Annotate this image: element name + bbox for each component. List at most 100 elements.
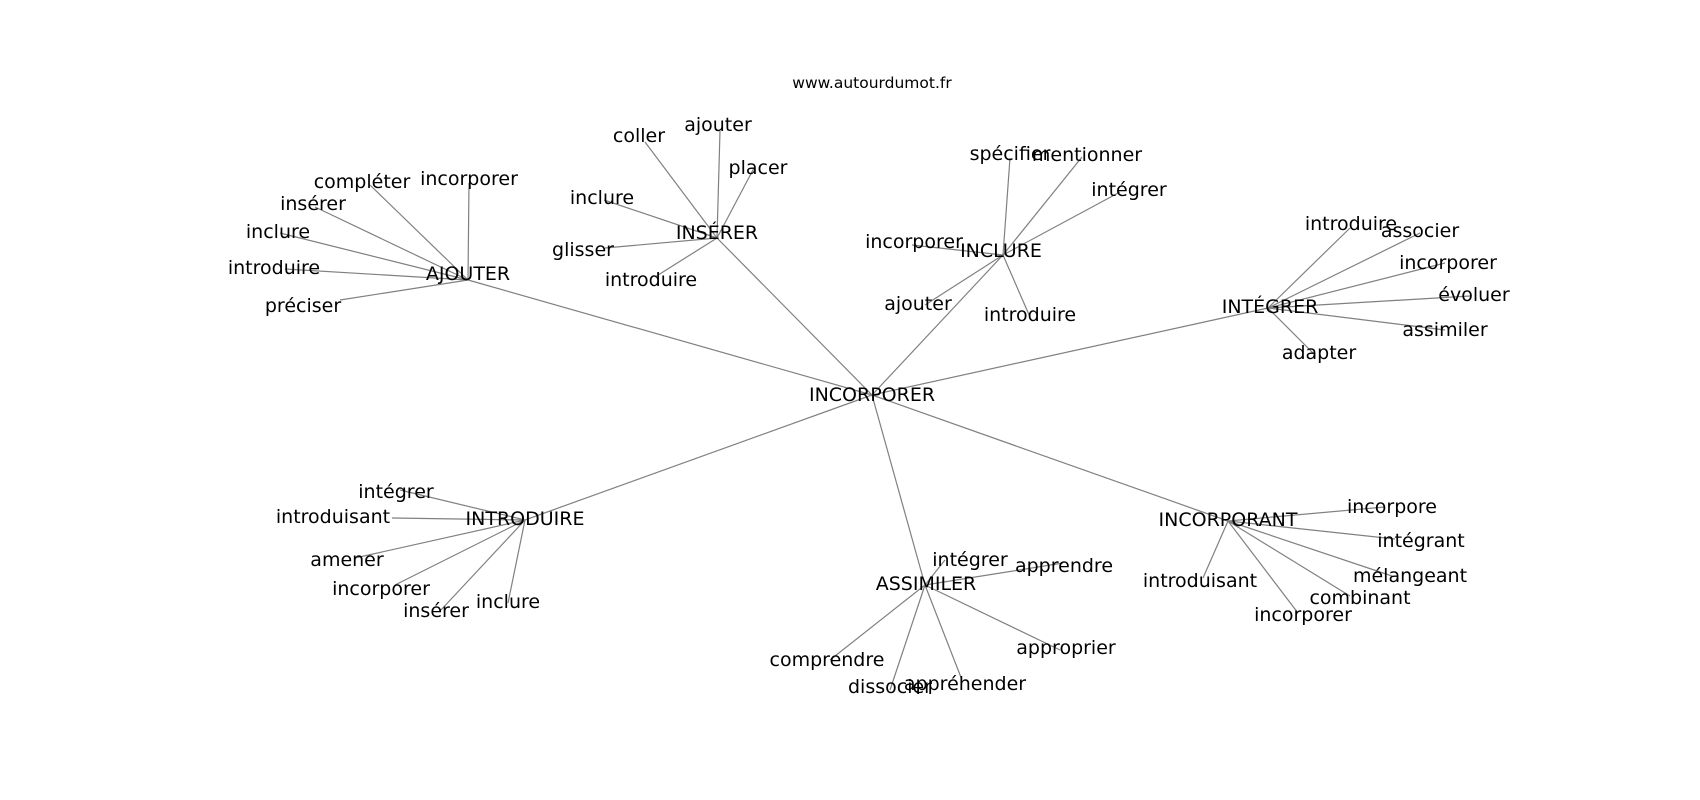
- leaf-node-label: incorporer: [1254, 604, 1352, 626]
- edge-group-to-leaf: [924, 584, 963, 681]
- edge-group-to-leaf: [1227, 506, 1386, 522]
- leaf-node-label: introduisant: [276, 506, 390, 528]
- edge-group-to-leaf: [603, 199, 718, 239]
- edge-group-to-leaf: [1267, 307, 1446, 331]
- leaf-node-label: adapter: [1282, 342, 1357, 364]
- edge-root-to-group: [871, 394, 926, 586]
- edge-group-to-leaf: [924, 559, 946, 586]
- edge-group-to-leaf: [369, 184, 469, 281]
- leaf-node-label: mentionner: [1032, 144, 1142, 166]
- edge-group-to-leaf: [644, 141, 718, 239]
- leaf-node-label: incorpore: [1347, 496, 1437, 518]
- edge-group-to-leaf: [1227, 520, 1299, 614]
- edge-group-to-leaf: [604, 237, 718, 249]
- leaf-node-label: mélangeant: [1353, 565, 1467, 587]
- leaf-node-label: combinant: [1309, 587, 1410, 609]
- leaf-node-label: inclure: [570, 187, 634, 209]
- edge-group-to-leaf: [284, 268, 469, 281]
- root-node-label: INCORPORER: [809, 384, 935, 406]
- leaf-node-label: apprendre: [1015, 555, 1113, 577]
- edge-group-to-leaf: [911, 244, 1004, 256]
- leaf-node-label: ajouter: [684, 114, 752, 136]
- group-node-label: INCLURE: [960, 240, 1042, 262]
- leaf-node-label: coller: [613, 125, 665, 147]
- edge-group-to-leaf: [399, 489, 526, 521]
- leaf-node-label: incorporer: [865, 231, 963, 253]
- edge-root-to-group: [871, 254, 1004, 396]
- leaf-node-label: introduire: [1305, 213, 1397, 235]
- leaf-node-label: évoluer: [1438, 284, 1510, 306]
- leaf-node-label: compléter: [314, 171, 411, 193]
- edge-root-to-group: [871, 394, 1229, 522]
- edge-root-to-group: [871, 307, 1269, 396]
- edge-root-to-group: [716, 237, 873, 396]
- leaf-node-label: approprier: [1016, 637, 1116, 659]
- group-node-label: INTÉGRER: [1222, 295, 1319, 318]
- leaf-node-label: introduire: [984, 304, 1076, 326]
- leaf-node-label: appréhender: [904, 673, 1026, 695]
- leaf-node-label: comprendre: [770, 649, 885, 671]
- edge-group-to-leaf: [1227, 520, 1393, 577]
- leaf-node-label: placer: [729, 157, 788, 179]
- edge-group-to-leaf: [924, 584, 1061, 651]
- group-node-label: INCORPORANT: [1159, 509, 1298, 531]
- edge-group-to-leaf: [1002, 191, 1121, 256]
- leaf-node-label: intégrer: [932, 549, 1008, 571]
- edge-group-to-leaf: [924, 254, 1004, 306]
- leaf-node-label: incorporer: [332, 578, 430, 600]
- edge-group-to-leaf: [1202, 520, 1229, 579]
- leaf-node-label: introduisant: [1143, 570, 1257, 592]
- edge-group-to-leaf: [1267, 295, 1471, 309]
- leaf-node-label: incorporer: [420, 168, 518, 190]
- edge-group-to-leaf: [467, 182, 470, 281]
- edge-group-to-leaf: [889, 584, 926, 691]
- leaf-node-label: introduire: [605, 269, 697, 291]
- leaf-node-label: insérer: [403, 600, 469, 622]
- leaf-node-label: inclure: [246, 221, 310, 243]
- group-node-label: ASSIMILER: [876, 573, 977, 595]
- edge-group-to-leaf: [391, 517, 526, 521]
- leaf-node-label: assimiler: [1402, 319, 1487, 341]
- leaf-node-label: inclure: [476, 591, 540, 613]
- edge-group-to-leaf: [829, 584, 926, 661]
- edge-group-to-leaf: [394, 519, 526, 586]
- edge-group-to-leaf: [1227, 520, 1351, 597]
- leaf-node-label: introduire: [228, 257, 320, 279]
- site-label: www.autourdumot.fr: [792, 74, 952, 92]
- edge-group-to-leaf: [924, 562, 1064, 586]
- graph-edges: [279, 130, 1471, 691]
- leaf-node-label: intégrant: [1377, 530, 1464, 552]
- edge-group-to-leaf: [1267, 232, 1421, 309]
- edge-root-to-group: [524, 394, 873, 521]
- edge-group-to-leaf: [1002, 157, 1011, 256]
- leaf-node-label: insérer: [280, 193, 346, 215]
- edge-group-to-leaf: [1227, 520, 1396, 540]
- leaf-node-label: préciser: [265, 295, 341, 317]
- edge-group-to-leaf: [1267, 307, 1316, 356]
- leaf-node-label: spécifier: [970, 143, 1051, 165]
- group-node-label: INTRODUIRE: [466, 508, 585, 530]
- edge-group-to-leaf: [314, 206, 469, 281]
- leaf-node-label: associer: [1381, 220, 1459, 242]
- edge-group-to-leaf: [507, 519, 526, 604]
- leaf-node-label: incorporer: [1399, 252, 1497, 274]
- edge-root-to-group: [467, 279, 873, 396]
- edge-group-to-leaf: [1267, 227, 1351, 309]
- leaf-node-label: intégrer: [1091, 179, 1167, 201]
- leaf-node-label: ajouter: [884, 293, 952, 315]
- edge-group-to-leaf: [716, 130, 721, 239]
- edge-group-to-leaf: [1002, 156, 1083, 256]
- edge-group-to-leaf: [339, 279, 469, 301]
- edge-group-to-leaf: [279, 232, 469, 281]
- edge-group-to-leaf: [439, 519, 526, 612]
- leaf-node-label: glisser: [552, 239, 614, 261]
- edge-group-to-leaf: [1267, 262, 1446, 309]
- edge-group-to-leaf: [654, 237, 718, 278]
- group-node-label: INSÉRER: [676, 221, 758, 244]
- edge-group-to-leaf: [716, 167, 755, 239]
- edge-group-to-leaf: [354, 519, 526, 559]
- leaf-node-label: intégrer: [358, 481, 434, 503]
- leaf-node-label: amener: [310, 549, 384, 571]
